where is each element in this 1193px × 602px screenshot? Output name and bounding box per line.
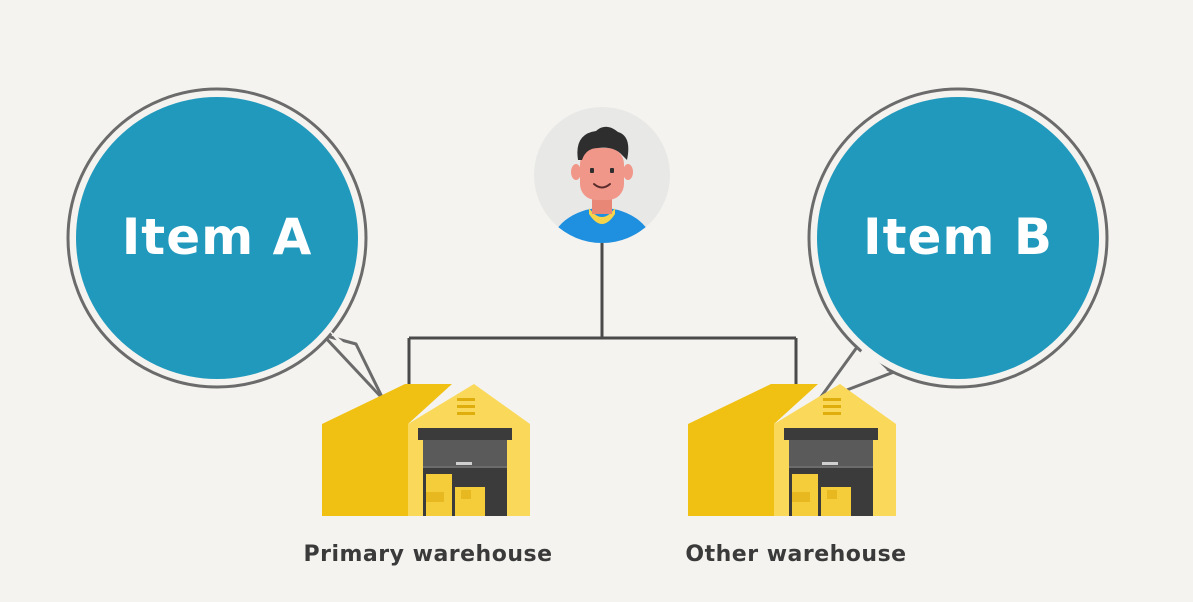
speech-bubble-item-b: Item B (807, 87, 1109, 403)
warehouse-icon (688, 384, 896, 516)
speech-bubble-item-a: Item A (66, 87, 385, 401)
shirt-shape (550, 208, 654, 243)
bubble-label-item-a: Item A (122, 208, 313, 266)
connector-lines (407, 243, 798, 384)
person-avatar-icon (534, 107, 670, 243)
warehouse-label-primary: Primary warehouse (303, 542, 552, 567)
warehouse-label-other: Other warehouse (685, 542, 906, 567)
warehouse-icon (322, 384, 530, 516)
bubble-label-item-b: Item B (863, 208, 1053, 266)
hair-shape (577, 126, 629, 160)
face-shape (580, 148, 624, 200)
